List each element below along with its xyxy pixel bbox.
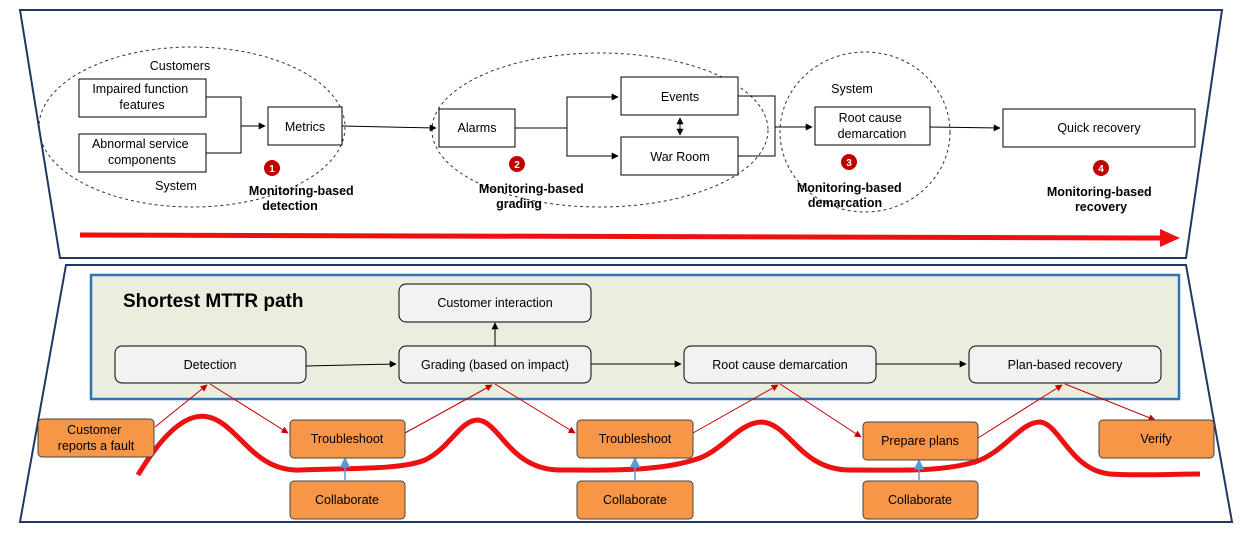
stage-3-badge xyxy=(841,154,857,170)
stage-2-number: 2 xyxy=(514,160,520,171)
connector-metrics-alarms xyxy=(341,124,437,132)
troubleshoot-box-1 xyxy=(289,419,406,459)
diag-grading-troubleshoot2 xyxy=(494,383,576,434)
diag-troubleshoot2-rootcause xyxy=(692,384,779,434)
troubleshoot-text-1: Troubleshoot xyxy=(311,432,384,446)
abnormal-service-text: Abnormal service components xyxy=(92,137,192,167)
customer-interaction-text: Customer interaction xyxy=(437,296,552,310)
detection-ellipse xyxy=(38,46,346,208)
progress-arrow-shaft xyxy=(79,232,1163,241)
stage-4-label: Monitoring-based recovery xyxy=(1047,185,1155,214)
quick-recovery-box xyxy=(1002,108,1196,148)
stage-4-badge xyxy=(1093,160,1109,176)
stage-1-label: Monitoring-based detection xyxy=(249,184,357,213)
top-panel-frame xyxy=(18,9,1224,259)
collaborate-box-2 xyxy=(576,480,694,520)
root-cause-text: Root cause demarcation xyxy=(838,111,907,141)
impaired-function-box xyxy=(78,78,207,118)
collaborate-text-2: Collaborate xyxy=(603,493,667,507)
diag-detection-troubleshoot1 xyxy=(209,383,289,434)
stage-1: 1 Monitoring-based detection xyxy=(249,160,357,213)
troubleshoot-text-2: Troubleshoot xyxy=(599,432,672,446)
diag-customer-detection xyxy=(154,384,208,428)
detection-text: Detection xyxy=(184,358,237,372)
customer-interaction-box xyxy=(398,283,592,323)
system-label: System xyxy=(155,179,197,193)
collaborate-box-3 xyxy=(862,480,979,520)
demarcation-ellipse xyxy=(779,51,951,213)
stage-4-number: 4 xyxy=(1098,164,1104,175)
war-room-box xyxy=(620,136,739,176)
collaborate-text-3: Collaborate xyxy=(888,493,952,507)
stage-2-badge xyxy=(509,156,525,172)
connector-events-rootcause xyxy=(738,95,776,157)
connector-abnormal-metrics xyxy=(206,126,242,154)
stage-2-label: Monitoring-based grading xyxy=(479,182,587,211)
alarms-box xyxy=(438,108,516,148)
root-cause-demarcation-text: Root cause demarcation xyxy=(712,358,848,372)
events-box xyxy=(620,76,739,116)
diag-troubleshoot1-grading xyxy=(404,384,493,434)
detection-box xyxy=(114,345,307,384)
metrics-text: Metrics xyxy=(285,120,325,134)
diag-prepare-recovery xyxy=(977,384,1063,439)
quick-recovery-text: Quick recovery xyxy=(1057,121,1141,135)
stage-3: 3 Monitoring-based demarcation xyxy=(797,154,905,210)
impaired-function-text: Impaired function features xyxy=(92,82,191,112)
prepare-plans-box xyxy=(862,421,979,461)
verify-box xyxy=(1098,419,1215,459)
collaborate-box-1 xyxy=(289,480,406,520)
root-cause-box xyxy=(814,106,931,146)
connector-rootcause-recovery xyxy=(929,124,1001,132)
customers-label: Customers xyxy=(150,59,210,73)
progress-arrow-head xyxy=(1160,229,1180,247)
metrics-box xyxy=(267,106,343,146)
connector-alarms-warroom xyxy=(566,128,619,160)
stage-2: 2 Monitoring-based grading xyxy=(479,156,587,211)
stage-4: 4 Monitoring-based recovery xyxy=(1047,160,1155,214)
customer-reports-box xyxy=(37,418,155,458)
abnormal-service-box xyxy=(78,133,207,173)
mttr-title: Shortest MTTR path xyxy=(123,291,304,312)
stage-1-badge xyxy=(264,160,280,176)
stage-3-number: 3 xyxy=(846,158,852,169)
prepare-plans-text: Prepare plans xyxy=(881,434,959,448)
grading-text: Grading (based on impact) xyxy=(421,358,569,372)
alarms-text: Alarms xyxy=(458,121,497,135)
events-text: Events xyxy=(661,90,699,104)
connector-alarms-events xyxy=(515,93,619,129)
collaborate-text-1: Collaborate xyxy=(315,493,379,507)
diag-recovery-verify xyxy=(1064,383,1156,421)
connector-detection-grading xyxy=(305,360,397,368)
connector-impaired-metrics xyxy=(206,96,266,130)
system-label-2: System xyxy=(831,82,873,96)
stage-1-number: 1 xyxy=(269,164,275,175)
plan-based-recovery-text: Plan-based recovery xyxy=(1008,358,1123,372)
wavy-red-line xyxy=(135,413,1201,478)
troubleshoot-box-2 xyxy=(576,419,694,459)
war-room-text: War Room xyxy=(650,150,709,164)
stage-3-label: Monitoring-based demarcation xyxy=(797,181,905,210)
plan-based-recovery-box xyxy=(968,345,1162,384)
diag-rootcause-prepare xyxy=(779,383,862,438)
customer-reports-text: Customer reports a fault xyxy=(58,423,135,453)
verify-text: Verify xyxy=(1140,432,1172,446)
